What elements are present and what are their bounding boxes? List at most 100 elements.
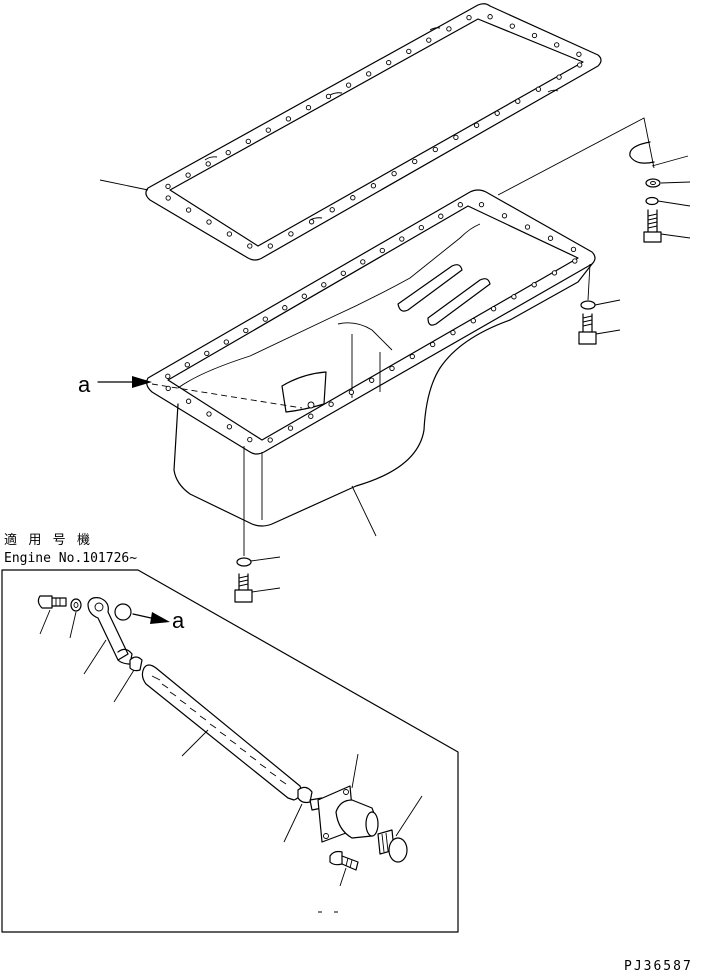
bolt-hole <box>430 341 436 348</box>
bolt-hole <box>473 122 480 128</box>
washer-leader-line <box>660 181 691 184</box>
bolt-hole <box>185 398 192 404</box>
bolt-hole <box>301 293 307 299</box>
bolt-hole <box>247 243 253 249</box>
bolt-hole <box>321 282 327 288</box>
bolt-hole <box>345 82 352 88</box>
bolt-hole <box>515 98 521 104</box>
tube-leader-line <box>83 639 107 675</box>
bolt-hole <box>370 183 377 189</box>
bolt-hole <box>577 62 583 68</box>
bolt-hole <box>288 231 294 237</box>
oil-pan-gasket <box>145 3 602 261</box>
banjo-bolt <box>37 595 67 609</box>
washer-part-bottom <box>236 557 252 567</box>
bolt-hole <box>426 37 432 43</box>
bolt-hole <box>206 219 212 225</box>
bolt-hole <box>245 138 251 145</box>
elbow-fitting <box>309 785 379 843</box>
bolt-hole <box>308 413 314 419</box>
bolt-hole <box>185 172 191 178</box>
hose-leader-line <box>181 729 209 757</box>
bolt-hole <box>328 401 334 407</box>
bolt-hole <box>282 305 288 311</box>
bolt-hole <box>509 23 515 29</box>
bolt-hole <box>165 195 171 201</box>
bolt-hole <box>547 235 554 241</box>
plug-leader-line <box>395 795 423 837</box>
bolt-hole <box>265 127 271 133</box>
washer-lower-leader-line <box>594 299 621 306</box>
copper-washer <box>70 598 82 612</box>
detail-frame <box>1 569 459 933</box>
washer-bottom-leader-line <box>250 556 281 562</box>
bolt-hole <box>531 282 537 288</box>
bolt-hole <box>340 270 346 276</box>
bolt-part-bottom <box>234 573 253 603</box>
bolt-hole <box>450 329 456 336</box>
bolt-hole <box>501 213 508 219</box>
applicability-title: 適用号機 <box>4 532 90 548</box>
bolt-hole <box>205 161 211 167</box>
lock-washer-leader-line <box>657 200 691 207</box>
clamp-upper-leader-line <box>113 669 135 703</box>
bolt-hole <box>446 26 452 32</box>
bolt-hole <box>478 201 485 208</box>
drain-plug <box>377 829 408 863</box>
engine-number-label: Engine No.101726~ <box>4 551 137 566</box>
bolt-hole <box>511 294 517 300</box>
bolt-hole <box>406 48 412 55</box>
bolt-hole <box>305 104 312 111</box>
elbow-leader-line <box>351 753 359 789</box>
bolt-hole <box>184 362 190 368</box>
bolt-hole <box>308 219 315 225</box>
bolt-hole <box>350 195 356 201</box>
bolt-hole <box>165 183 171 190</box>
hose <box>141 664 302 801</box>
bolt-hole <box>360 259 366 265</box>
clamp-lower-leader-line <box>283 803 303 843</box>
bolt-hole <box>379 247 385 254</box>
bolt-hole <box>391 170 397 177</box>
bolt-bottom-leader-line <box>251 587 281 593</box>
bolt-hole <box>487 14 493 20</box>
bolt-hole <box>570 246 577 253</box>
bolt-hole <box>165 385 171 392</box>
bolt-hole <box>348 389 355 395</box>
bolt-hole <box>551 270 558 276</box>
copper-washer-leader-line <box>69 611 77 639</box>
drawing-number: PJ36587 <box>624 959 693 974</box>
washer-part <box>645 178 661 188</box>
oil-pan <box>146 189 596 540</box>
hose-clamp-upper <box>129 656 143 672</box>
bolt-hole <box>409 353 415 360</box>
washer-part-lower <box>580 300 596 310</box>
bolt-hole <box>225 149 231 156</box>
bolt-hole <box>494 110 500 116</box>
bolt-leader-line <box>660 233 691 239</box>
bolt-hole <box>535 86 542 92</box>
bolt-part-lower <box>578 313 597 345</box>
bolt-hole <box>453 134 459 141</box>
bolt-part <box>643 209 662 243</box>
bolt-hole <box>556 74 562 80</box>
bolt-hole <box>243 327 249 334</box>
bolt-hole <box>418 224 424 231</box>
clip-leader-line <box>651 155 689 167</box>
bolt-hole <box>386 59 392 66</box>
bolt-hole <box>466 14 472 21</box>
bolt-hole <box>325 93 332 100</box>
bolt-hole <box>412 158 418 165</box>
bolt-hole <box>226 424 233 430</box>
bolt-hole <box>438 213 444 219</box>
o-ring <box>114 603 132 621</box>
oil-pan-leader-line <box>351 485 377 537</box>
bolt-hole <box>389 365 395 372</box>
point-a-detail-label: a <box>172 608 185 633</box>
bolt-hole <box>223 339 229 345</box>
bolt-lower-leader-line <box>595 329 621 335</box>
bolt-hole <box>470 318 476 324</box>
bolt-hole <box>554 42 560 48</box>
bolt-hole <box>329 207 335 213</box>
